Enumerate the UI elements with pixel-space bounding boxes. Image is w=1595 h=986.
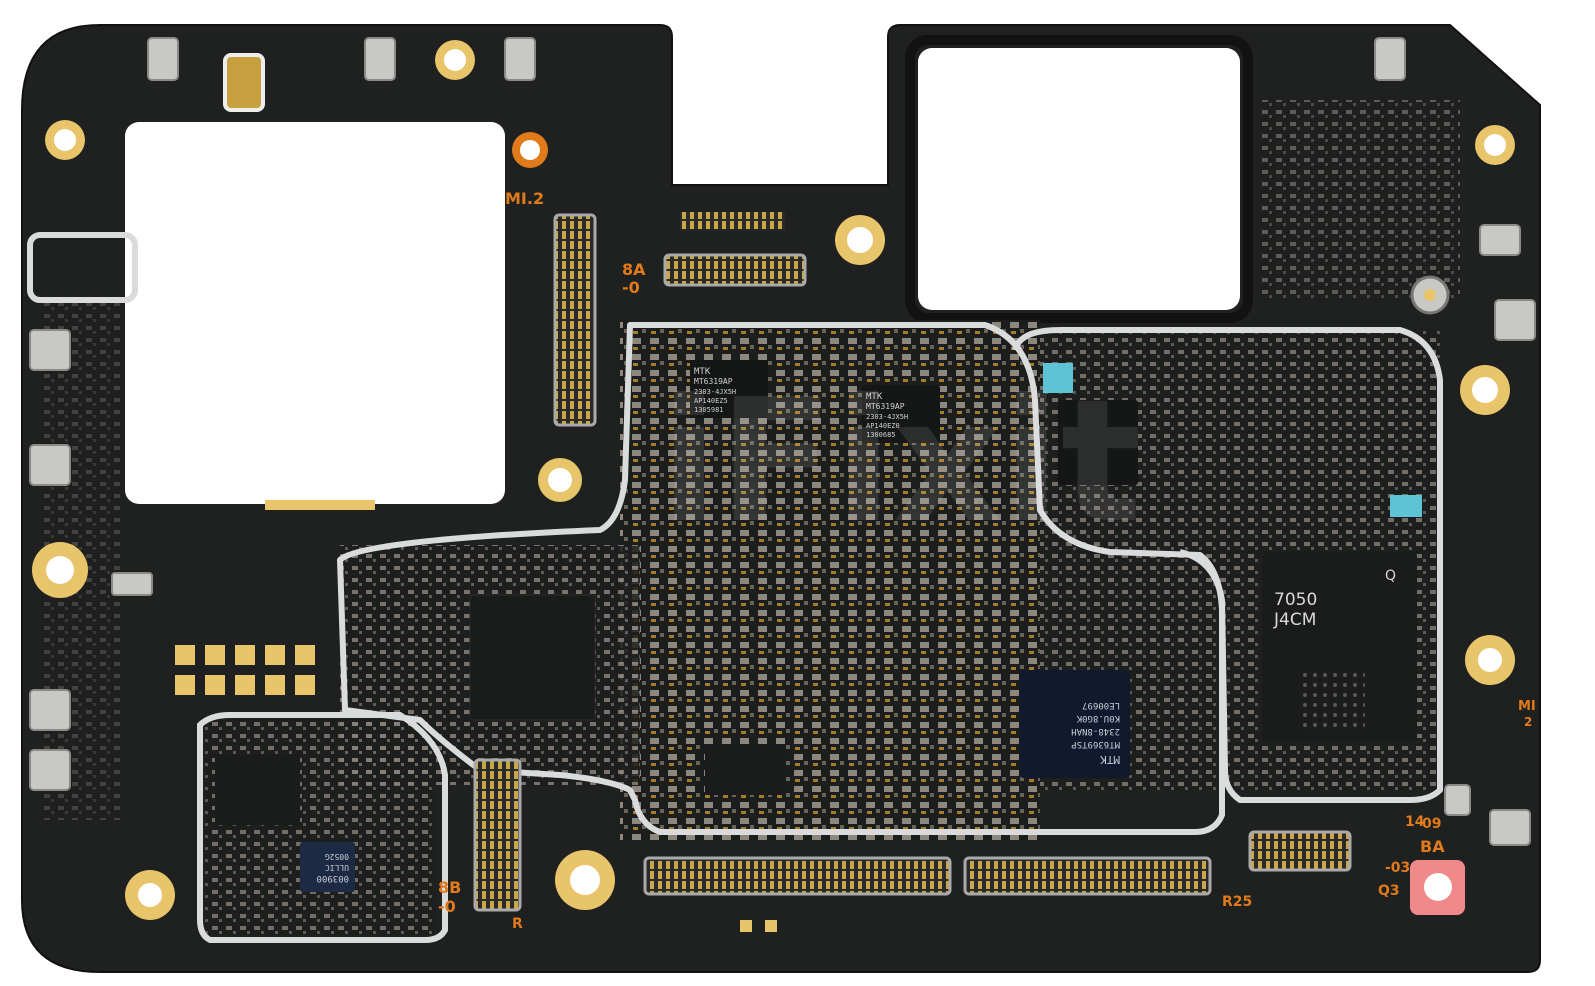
chip-right-top <box>1058 400 1138 485</box>
svg-text:Q: Q <box>1385 568 1396 584</box>
svg-text:MTK: MTK <box>866 392 883 402</box>
silk-ba: BA <box>1420 837 1445 856</box>
camera-cutout-left <box>125 122 505 504</box>
svg-text:K0U.8G0K: K0U.8G0K <box>1076 713 1120 723</box>
silk-8b-dash: -0 <box>438 897 456 916</box>
svg-text:1305981: 1305981 <box>694 406 724 414</box>
svg-text:ULLIC: ULLIC <box>325 863 349 872</box>
connector-bottom-right <box>1248 830 1352 872</box>
shield-frame-small <box>27 232 138 303</box>
svg-text:2303-4JX5H: 2303-4JX5H <box>866 413 908 421</box>
svg-text:2303-4JX5H: 2303-4JX5H <box>694 388 736 396</box>
svg-text:AP140EZ0: AP140EZ0 <box>866 422 900 430</box>
svg-text:J4CM: J4CM <box>1273 610 1316 630</box>
silk-09: 09 <box>1422 816 1441 832</box>
svg-text:MT6319AP: MT6319AP <box>866 402 905 411</box>
rf-connectors <box>29 37 1536 846</box>
svg-text:003900: 003900 <box>316 873 349 883</box>
chip-mtk-pmic-1: MTK MT6319AP 2303-4JX5H AP140EZ5 1305981 <box>690 360 768 418</box>
silk-14: 14 <box>1405 814 1425 830</box>
watermark: iFixit <box>660 363 1142 561</box>
svg-text:MT6319AP: MT6319AP <box>694 377 733 386</box>
camera-cutout-right <box>918 48 1240 310</box>
cyan-pad-2 <box>1390 495 1422 517</box>
silk-r: R <box>512 916 523 932</box>
svg-text:1300685: 1300685 <box>866 431 896 439</box>
silk-r25: R25 <box>1222 894 1252 910</box>
shield-frame-right <box>1012 327 1443 803</box>
connector-bottom-1 <box>643 856 952 896</box>
svg-text:MTK: MTK <box>694 367 711 377</box>
svg-text:MTK: MTK <box>1100 753 1120 766</box>
shield-frame-bottom-left <box>197 712 448 943</box>
chip-mtk-main: MTK MT6369TSP 2348-8NAH K0U.8G0K LE00697 <box>1020 670 1130 778</box>
svg-text:0052G: 0052G <box>325 852 349 861</box>
silk-mi-right-num: 2 <box>1524 715 1532 729</box>
silk-8a-dash: -0 <box>622 278 640 297</box>
svg-text:7050: 7050 <box>1274 590 1317 610</box>
connector-top <box>663 253 807 287</box>
crystal-gold <box>223 53 265 112</box>
shield-frame-center <box>337 322 1225 835</box>
connector-top-2 <box>680 212 785 230</box>
svg-text:AP140EZ5: AP140EZ5 <box>694 397 728 405</box>
silk-q3: Q3 <box>1378 883 1400 899</box>
cyan-pad-1 <box>1043 363 1073 393</box>
silk-8b: 8B <box>438 878 461 897</box>
chip-small: 003900 ULLIC 0052G <box>300 842 355 892</box>
silk-mi-right: MI <box>1518 699 1536 714</box>
silk-8a: 8A <box>622 260 646 279</box>
chip-mid-bottom <box>705 745 785 795</box>
silk-mi2-top: MI.2 <box>505 189 544 208</box>
connector-bottom-vertical <box>473 758 522 912</box>
pmic-left <box>469 594 596 721</box>
svg-text:MT6369TSP: MT6369TSP <box>1071 739 1120 749</box>
test-pad-grid <box>175 500 777 932</box>
mounting-holes <box>32 40 1515 920</box>
connector-bottom-2 <box>963 856 1212 896</box>
svg-text:LE00697: LE00697 <box>1082 700 1120 710</box>
silk-o3: -03 <box>1385 860 1410 876</box>
svg-text:2348-8NAH: 2348-8NAH <box>1071 726 1120 736</box>
connector-left-vertical <box>553 213 597 427</box>
chip-bottom-left <box>215 755 300 825</box>
chip-qualcomm: 7050 J4CM Q <box>1262 552 1417 742</box>
chip-mtk-pmic-2: MTK MT6319AP 2303-4JX5H AP140EZ0 1300685 <box>862 385 940 443</box>
